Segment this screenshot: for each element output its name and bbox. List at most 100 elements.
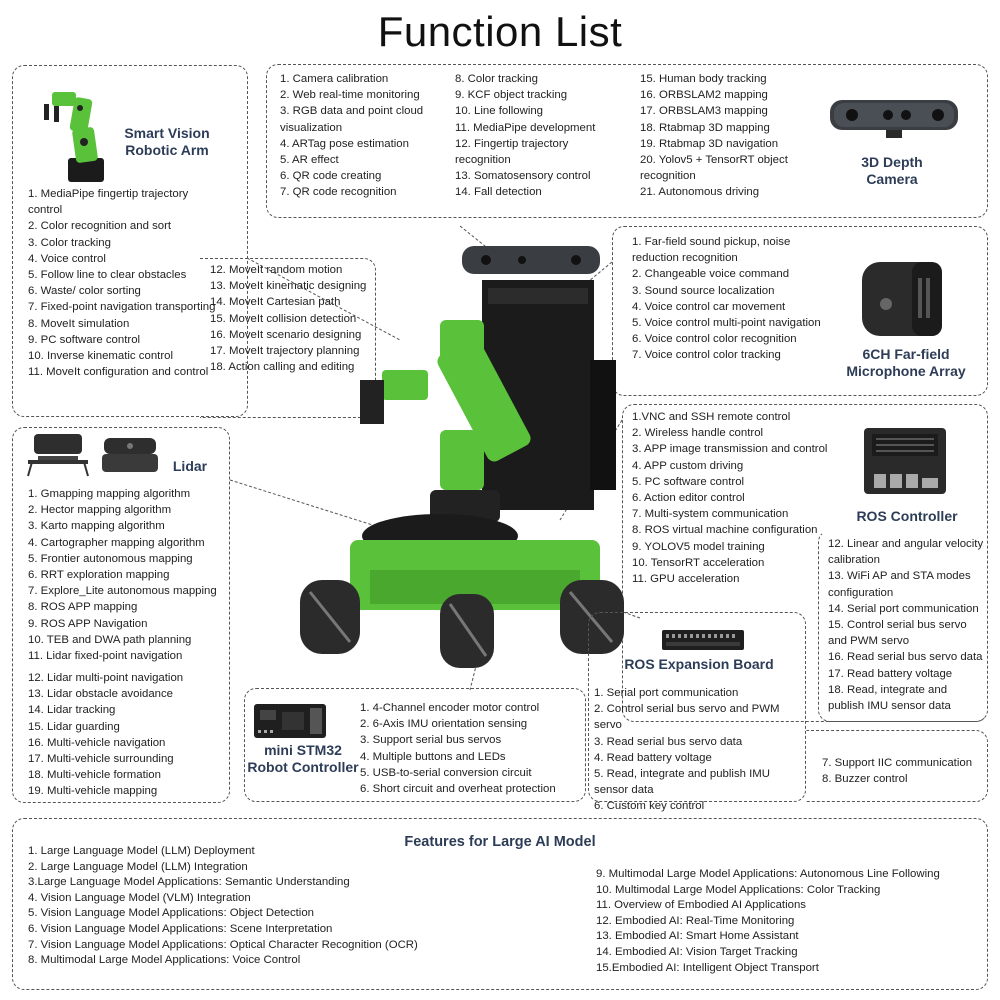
list-item: 9. Multimodal Large Model Applications: … (596, 868, 940, 880)
list-item: 5. Voice control multi-point navigation (632, 317, 821, 330)
list-item: 4. Vision Language Model (VLM) Integrati… (28, 891, 251, 904)
list-item: 12. MoveIt random motion (210, 264, 343, 276)
stm32-box (244, 688, 586, 802)
list-item: 16. ORBSLAM2 mapping (640, 89, 768, 102)
ros-controller-image (864, 428, 946, 494)
ros-controller-box-extension (818, 530, 988, 722)
list-item: 3. Color tracking (28, 236, 111, 249)
list-item: 11. Overview of Embodied AI Applications (596, 899, 806, 912)
list-item: 1. Serial port communication (594, 687, 739, 699)
microphone-array-image (862, 262, 942, 336)
list-item: 1. Large Language Model (LLM) Deployment (28, 845, 255, 857)
list-item: 4. ARTag pose estimation (280, 137, 409, 150)
list-item: 9. KCF object tracking (455, 89, 568, 102)
list-item: 8. Buzzer control (822, 773, 908, 786)
camera-col-1: 1. Camera calibration 2. Web real-time m… (280, 71, 448, 201)
camera-col-2: 8. Color tracking 9. KCF object tracking… (455, 71, 615, 201)
list-item: 9. PC software control (28, 333, 141, 346)
list-item: 17. Read battery voltage (828, 667, 953, 680)
list-item: 3. Read serial bus servo data (594, 735, 743, 748)
expansion-box (588, 612, 806, 802)
list-item: 18. Read, integrate and publish IMU sens… (828, 683, 951, 713)
list-item: 6. Action editor control (632, 492, 745, 505)
list-item: 19. Multi-vehicle mapping (28, 785, 158, 798)
list-item: 6. RRT exploration mapping (28, 569, 170, 582)
camera-col-3: 15. Human body tracking 16. ORBSLAM2 map… (640, 71, 805, 201)
expansion-list-b: 7. Support IIC communication 8. Buzzer c… (822, 755, 982, 787)
list-item: 7. Vision Language Model Applications: O… (28, 938, 418, 951)
camera-heading-line-2: Camera (866, 171, 918, 187)
list-item: 15. Lidar guarding (28, 720, 120, 733)
list-item: 20. Yolov5 + TensorRT object recognition (640, 154, 788, 183)
list-item: 14. Lidar tracking (28, 704, 116, 717)
list-item: 7. Explore_Lite autonomous mapping (28, 585, 217, 598)
ros-controller-list-b: 12. Linear and angular velocity calibrat… (828, 536, 986, 714)
list-item: 12. Lidar multi-point navigation (28, 672, 184, 684)
ros-controller-list-a: 1.VNC and SSH remote control 2. Wireless… (632, 409, 832, 587)
list-item: 7. Fixed-point navigation transporting (28, 301, 216, 314)
list-item: 1. Camera calibration (280, 73, 389, 85)
camera-box (266, 64, 988, 218)
list-item: 6. Custom key control (594, 800, 705, 813)
list-item: 10. TEB and DWA path planning (28, 633, 192, 646)
list-item: 2. Wireless handle control (632, 427, 764, 440)
list-item: 11. Lidar fixed-point navigation (28, 650, 183, 663)
list-item: 1. 4-Channel encoder motor control (360, 702, 540, 714)
list-item: 18. Action calling and editing (210, 361, 355, 374)
list-item: 2. Changeable voice command (632, 268, 790, 281)
list-item: 2. 6-Axis IMU orientation sensing (360, 718, 528, 731)
list-item: 2. Color recognition and sort (28, 220, 172, 233)
arm-heading-line-1: Smart Vision (124, 125, 210, 141)
list-item: 9. ROS APP Navigation (28, 617, 148, 630)
list-item: 13. MoveIt kinematic designing (210, 280, 367, 293)
list-item: 14. Serial port communication (828, 602, 979, 615)
list-item: 15. Human body tracking (640, 73, 767, 85)
ai-list-b: 9. Multimodal Large Model Applications: … (596, 867, 976, 976)
list-item: 18. Multi-vehicle formation (28, 769, 161, 782)
arm-list-b: 12. MoveIt random motion 13. MoveIt kine… (210, 262, 370, 375)
list-item: 11. MediaPipe development (455, 121, 596, 134)
list-item: 1. Gmapping mapping algorithm (28, 488, 191, 500)
list-item: 13. Embodied AI: Smart Home Assistant (596, 930, 799, 943)
list-item: 13. Somatosensory control (455, 170, 591, 183)
list-item: 8. Color tracking (455, 73, 538, 85)
list-item: 4. Multiple buttons and LEDs (360, 750, 506, 763)
lidar-image-1 (27, 434, 89, 477)
list-item: 5. Follow line to clear obstacles (28, 269, 187, 282)
lidar-box (12, 427, 230, 803)
expansion-list-a: 1. Serial port communication 2. Control … (594, 685, 806, 815)
list-item: 9. YOLOV5 model training (632, 540, 765, 553)
list-item: 15. MoveIt collision detection (210, 312, 357, 325)
list-item: 19. Rtabmap 3D navigation (640, 137, 779, 150)
list-item: 5. USB-to-serial conversion circuit (360, 766, 532, 779)
list-item: 12. Linear and angular velocity calibrat… (828, 538, 984, 567)
list-item: 8. ROS virtual machine configuration (632, 524, 818, 537)
ai-heading: Features for Large AI Model (404, 834, 596, 850)
ai-box (12, 818, 988, 990)
lidar-list-a: 1. Gmapping mapping algorithm 2. Hector … (28, 486, 228, 664)
lidar-list-b: 12. Lidar multi-point navigation 13. Lid… (28, 670, 228, 800)
list-item: 2. Hector mapping algorithm (28, 504, 172, 517)
list-item: 1. MediaPipe fingertip trajectory contro… (28, 188, 189, 217)
list-item: 5. AR effect (280, 154, 339, 167)
list-item: 1.VNC and SSH remote control (632, 411, 791, 423)
list-item: 8. ROS APP mapping (28, 601, 138, 614)
list-item: 5. Read, integrate and publish IMU senso… (594, 768, 771, 797)
list-item: 10. TensorRT acceleration (632, 556, 765, 569)
list-item: 7. Support IIC communication (822, 757, 973, 769)
list-item: 16. MoveIt scenario designing (210, 328, 362, 341)
list-item: 16. Multi-vehicle navigation (28, 736, 166, 749)
arm-box (12, 65, 248, 417)
list-item: 8. MoveIt simulation (28, 317, 130, 330)
list-item: 2. Large Language Model (LLM) Integratio… (28, 860, 248, 873)
stm32-board-image (254, 704, 326, 738)
list-item: 10. Multimodal Large Model Applications:… (596, 883, 881, 896)
list-item: 11. GPU acceleration (632, 573, 740, 586)
arm-box-extension (200, 258, 376, 418)
expansion-board-image (662, 630, 744, 650)
list-item: 3. Sound source localization (632, 284, 775, 297)
stm32-heading-line-1: mini STM32 (264, 742, 342, 758)
list-item: 8. Multimodal Large Model Applications: … (28, 954, 301, 967)
list-item: 10. Line following (455, 105, 544, 118)
list-item: 11. MoveIt configuration and control (28, 366, 209, 379)
